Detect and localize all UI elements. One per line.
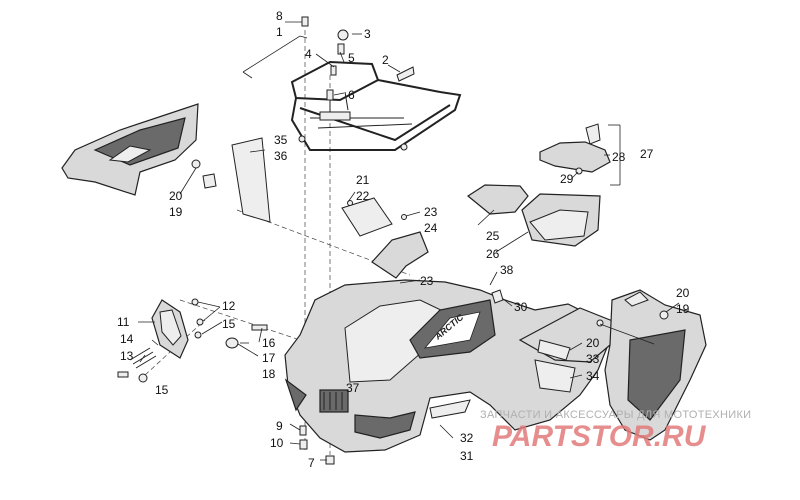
storage-lid <box>539 123 611 175</box>
callout-30: 30 <box>514 300 528 314</box>
nut-7 <box>325 455 335 465</box>
callout-17: 17 <box>262 351 276 365</box>
callout-20-right: 20 <box>676 286 690 300</box>
callout-11: 11 <box>117 315 130 329</box>
headlight-assembly <box>117 298 268 383</box>
callout-18: 18 <box>262 367 276 381</box>
fastener-left <box>202 173 217 189</box>
callout-21: 21 <box>356 173 370 187</box>
callout-26: 26 <box>486 247 500 261</box>
callout-3: 3 <box>364 27 371 41</box>
bolt-6 <box>326 89 334 101</box>
callout-36: 36 <box>274 149 288 163</box>
callout-23-upper: 23 <box>424 205 438 219</box>
bolt-9 <box>299 425 307 436</box>
callout-13: 13 <box>120 349 134 363</box>
callout-35: 35 <box>274 133 288 147</box>
callout-6: 6 <box>348 88 355 102</box>
nut-3 <box>337 29 349 41</box>
right-liner-panel <box>534 319 604 393</box>
watermark-tagline: ЗАПЧАСТИ И АКСЕССУАРЫ ДЛЯ МОТОТЕХНИКИ <box>480 409 751 421</box>
callout-9: 9 <box>276 419 283 433</box>
front-rack <box>290 60 462 151</box>
callout-27: 27 <box>640 147 654 161</box>
rack-bracket <box>242 35 308 79</box>
leader-lines <box>138 21 680 461</box>
callout-12: 12 <box>222 299 236 313</box>
front-grille <box>319 389 349 413</box>
callout-33: 33 <box>586 352 600 366</box>
callout-7: 7 <box>308 456 315 470</box>
bolt-4 <box>330 65 337 76</box>
callout-8: 8 <box>276 9 283 23</box>
callout-19-left: 19 <box>169 205 183 219</box>
callout-29: 29 <box>560 172 574 186</box>
clip-30 <box>491 289 504 304</box>
front-fender: ARCTIC <box>284 279 611 453</box>
callout-25: 25 <box>486 229 500 243</box>
bolt-5 <box>337 43 345 55</box>
left-liner-panel <box>231 137 271 223</box>
callout-14: 14 <box>120 332 134 346</box>
callout-2: 2 <box>382 53 389 67</box>
watermark-logo: PARTSTOR.RU <box>492 420 707 453</box>
callout-37: 37 <box>346 381 360 395</box>
callout-15-lower: 15 <box>155 383 169 397</box>
callout-10: 10 <box>270 436 284 450</box>
bolt-8 <box>301 16 309 27</box>
callout-32: 32 <box>460 431 474 445</box>
callout-15-upper: 15 <box>222 317 236 331</box>
rack-hardware <box>299 16 415 465</box>
callout-1: 1 <box>276 25 283 39</box>
callout-38: 38 <box>500 263 514 277</box>
callout-31: 31 <box>460 449 474 463</box>
storage-box <box>466 184 601 247</box>
callout-5: 5 <box>348 51 355 65</box>
callout-20-left: 20 <box>169 189 183 203</box>
left-side-panel <box>61 103 217 196</box>
watermark: ЗАПЧАСТИ И АКСЕССУАРЫ ДЛЯ МОТОТЕХНИКИ PA… <box>480 409 751 453</box>
headlight-opening <box>354 411 416 439</box>
callout-23-lower: 23 <box>420 274 434 288</box>
callout-22: 22 <box>356 189 370 203</box>
right-side-panel <box>604 289 707 441</box>
washer-10 <box>299 439 308 450</box>
callout-labels: 8 1 3 2 4 5 6 35 36 21 22 23 24 23 28 27… <box>117 9 690 470</box>
callout-4: 4 <box>305 47 312 61</box>
callout-16: 16 <box>262 336 276 350</box>
center-brackets <box>341 197 429 287</box>
rack-plate-2 <box>396 66 415 82</box>
callout-20-mid: 20 <box>586 336 600 350</box>
callout-28: 28 <box>612 150 626 164</box>
callout-34: 34 <box>586 369 600 383</box>
callout-24: 24 <box>424 221 438 235</box>
callout-19-right: 19 <box>676 302 690 316</box>
